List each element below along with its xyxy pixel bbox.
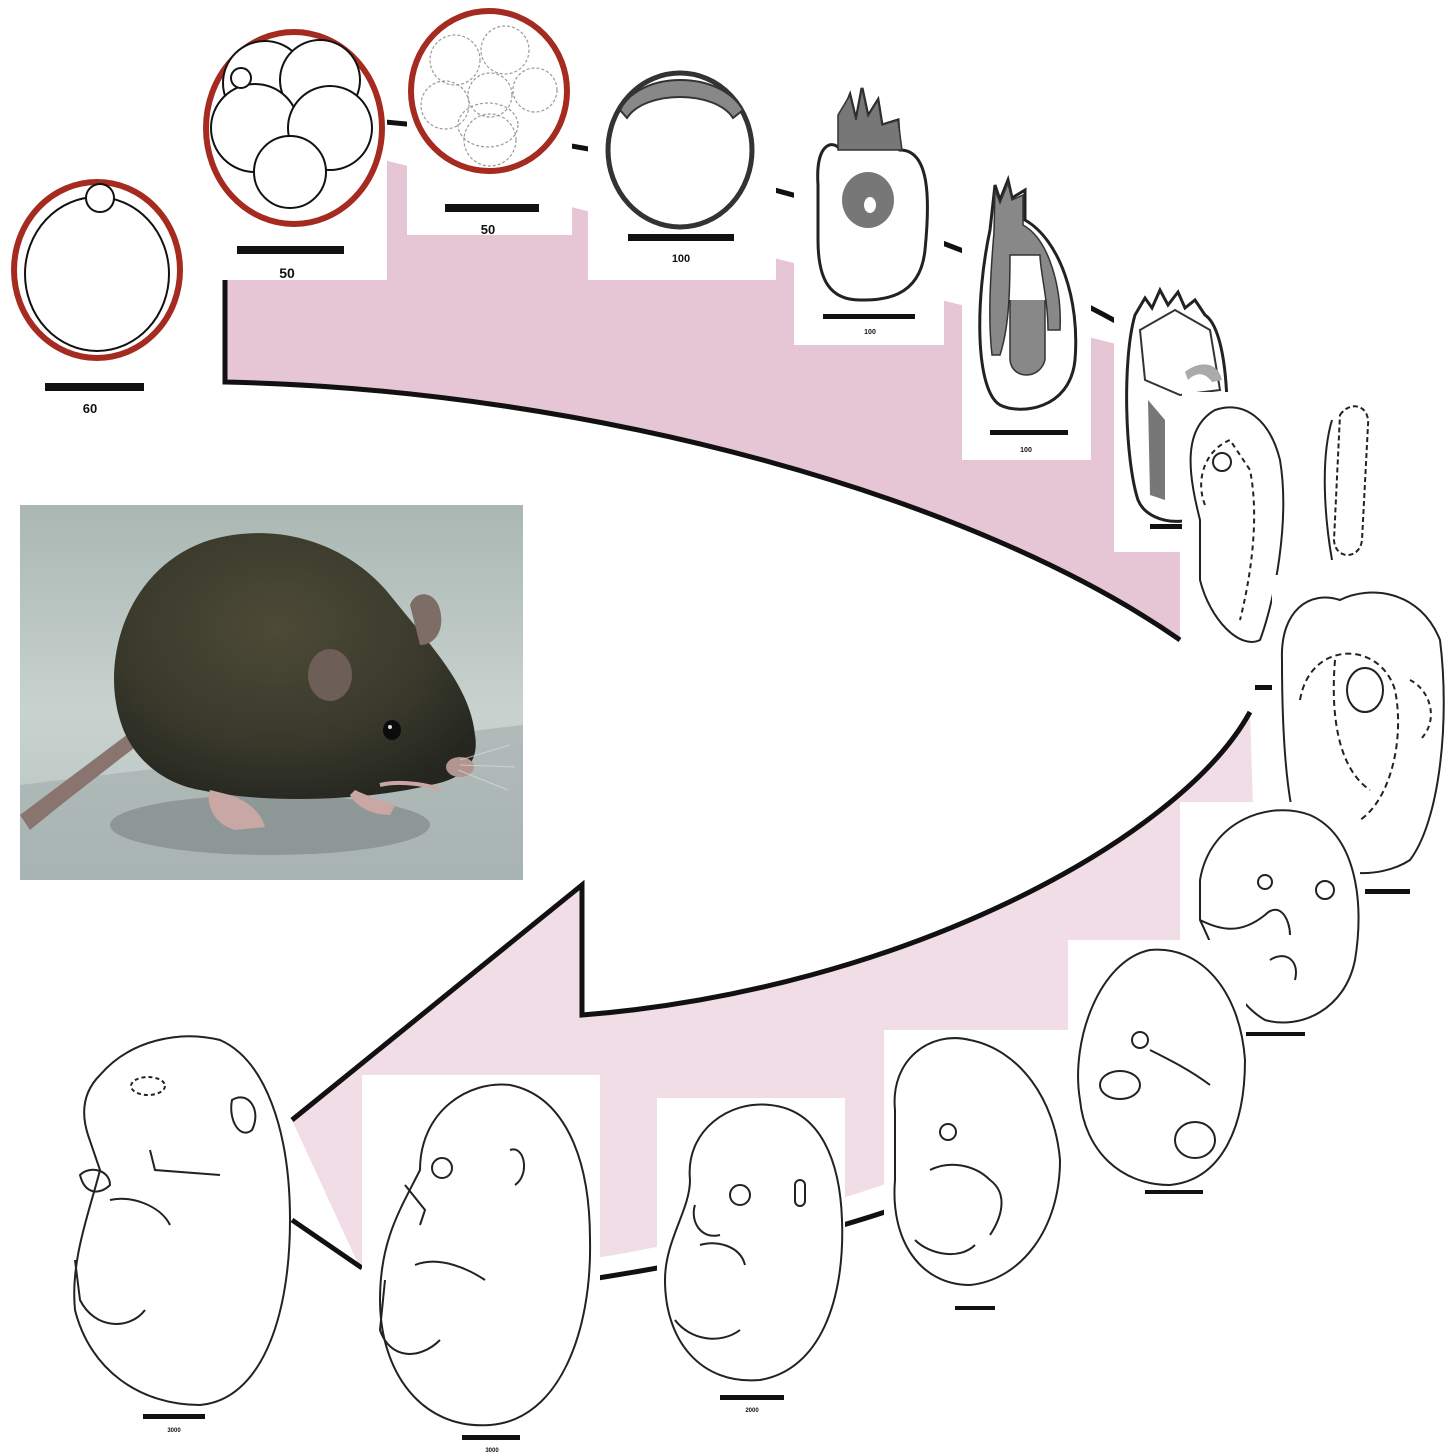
fetus-mid-panel xyxy=(362,1075,600,1445)
scale-label-zygote: 60 xyxy=(83,401,97,416)
scale-label-fetus-left: 3000 xyxy=(167,1428,181,1434)
fetus-left-icon xyxy=(74,1036,290,1419)
embryo-e-panel xyxy=(884,1030,1068,1320)
scale-label-embryo-d: 2000 xyxy=(745,1408,759,1414)
zygote-icon xyxy=(14,182,180,391)
scale-label-egg-cylinder-b: 100 xyxy=(1020,447,1032,454)
scale-label-blastocyst: 100 xyxy=(672,253,690,265)
adult-mouse-photo xyxy=(20,505,523,880)
scale-label-fetus-mid: 3000 xyxy=(485,1448,499,1454)
embryo-d-panel xyxy=(657,1098,845,1408)
scale-label-morula: 50 xyxy=(481,222,495,237)
embryo-f-panel xyxy=(1068,940,1246,1210)
scale-label-four-cell: 50 xyxy=(279,265,295,281)
scale-label-egg-cylinder-a: 100 xyxy=(864,329,876,336)
